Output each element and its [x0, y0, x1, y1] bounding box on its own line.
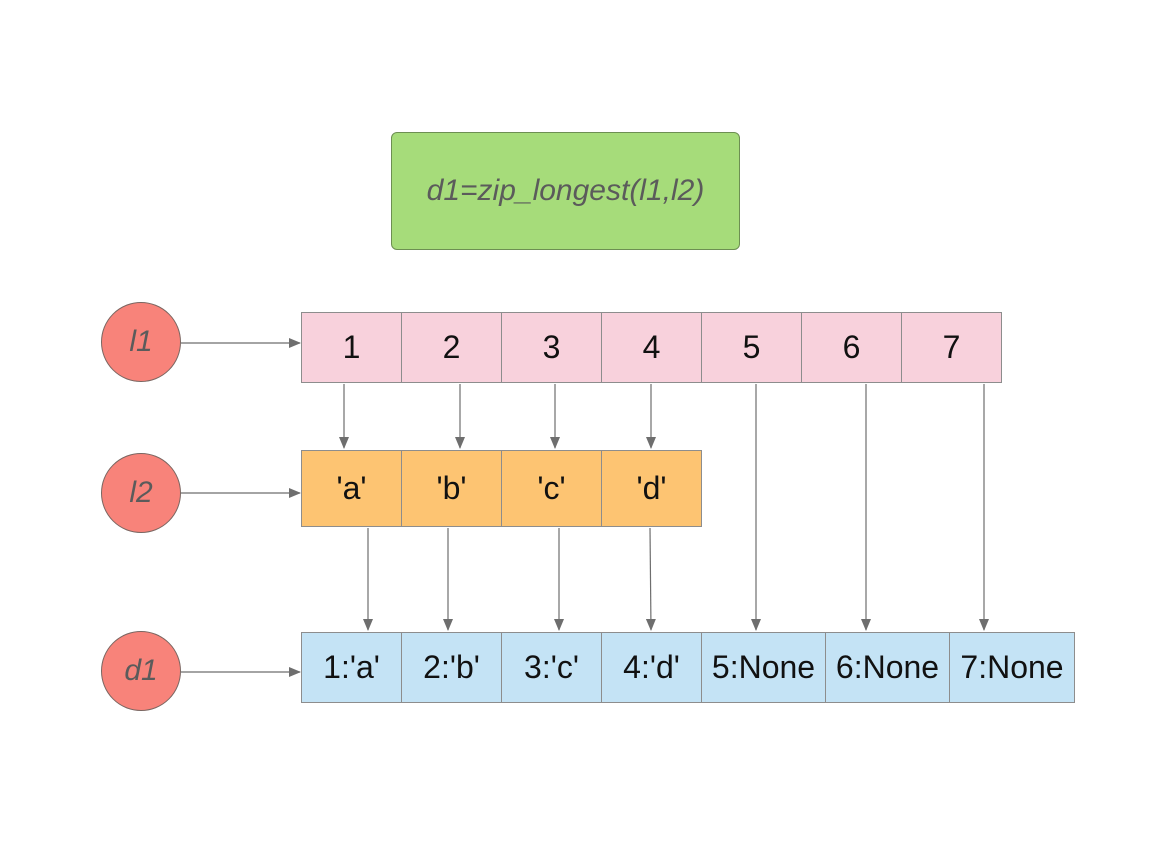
l1-cell: 2: [401, 312, 502, 383]
d1-cell-value: 2:'b': [423, 649, 480, 685]
l2-to-d1-arrow: [645, 527, 656, 631]
d1-cell: 7:None: [949, 632, 1075, 703]
l1-cell-value: 3: [542, 329, 561, 365]
l1-cell: 4: [601, 312, 702, 383]
list-l2-row: 'a' 'b' 'c' 'd': [301, 450, 702, 527]
variable-d1-label: d1: [124, 654, 158, 687]
l2-cell-value: 'b': [436, 470, 467, 506]
l1-cell-value: 6: [842, 329, 861, 365]
l1-cell: 1: [301, 312, 402, 383]
list-l1-row: 1 2 3 4 5 6 7: [301, 312, 1002, 383]
l1-cell-value: 1: [342, 329, 361, 365]
l1-cell-value: 4: [642, 329, 661, 365]
result-d1-row: 1:'a' 2:'b' 3:'c' 4:'d' 5:None 6:None 7:…: [301, 632, 1075, 703]
d1-cell-value: 4:'d': [623, 649, 680, 685]
variable-d1-circle: d1: [101, 631, 181, 711]
d1-cell-value: 3:'c': [524, 649, 579, 685]
l2-cell-value: 'a': [336, 470, 367, 506]
l2-cell-value: 'c': [537, 470, 566, 506]
variable-l1-circle: l1: [101, 302, 181, 382]
l2-cell: 'b': [401, 450, 502, 527]
l1-cell: 6: [801, 312, 902, 383]
d1-cell: 2:'b': [401, 632, 502, 703]
d1-cell-value: 5:None: [711, 649, 816, 685]
d1-cell: 5:None: [701, 632, 826, 703]
d1-cell-value: 1:'a': [323, 649, 380, 685]
l1-cell-value: 5: [742, 329, 761, 365]
d1-cell-value: 6:None: [835, 649, 940, 685]
variable-l1-label: l1: [129, 325, 153, 358]
variable-l2-circle: l2: [101, 453, 181, 533]
d1-cell-value: 7:None: [960, 649, 1064, 685]
zip-longest-expression: d1=zip_longest(l1,l2): [426, 174, 705, 207]
d1-cell: 6:None: [825, 632, 950, 703]
zip-longest-expression-box: d1=zip_longest(l1,l2): [391, 132, 740, 250]
d1-cell: 3:'c': [501, 632, 602, 703]
l2-cell-value: 'd': [636, 470, 667, 506]
l1-cell: 7: [901, 312, 1002, 383]
l1-cell-value: 2: [442, 329, 461, 365]
l1-cell-value: 7: [942, 329, 961, 365]
variable-l2-label: l2: [129, 476, 153, 509]
d1-cell: 1:'a': [301, 632, 402, 703]
l1-cell: 3: [501, 312, 602, 383]
d1-cell: 4:'d': [601, 632, 702, 703]
l1-cell: 5: [701, 312, 802, 383]
l2-cell: 'a': [301, 450, 402, 527]
l2-cell: 'd': [601, 450, 702, 527]
l2-cell: 'c': [501, 450, 602, 527]
